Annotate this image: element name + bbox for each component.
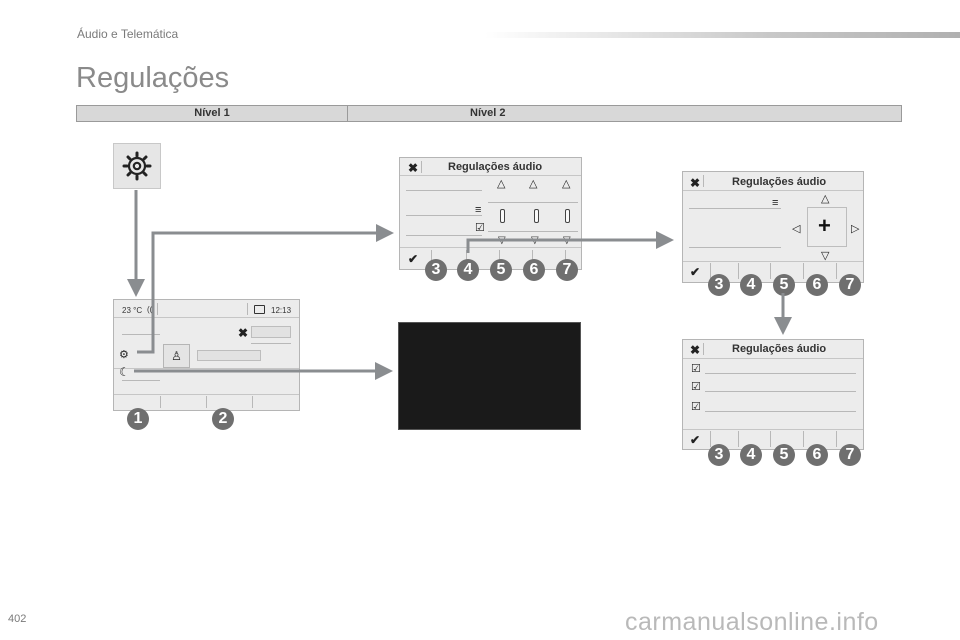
close-icon[interactable]: ✖: [408, 161, 419, 175]
triangle-up-icon[interactable]: △: [562, 178, 571, 190]
radio-icon: ((: [147, 305, 153, 314]
main-screen: 23 °C (( 12:13 ✖ ⚙ ♙ ☾: [113, 299, 300, 411]
watermark: carmanualsonline.info: [625, 608, 879, 636]
eq-slider[interactable]: [534, 209, 539, 223]
main-field-b: [197, 350, 261, 361]
checkbox-icon[interactable]: ☑: [475, 222, 485, 234]
audio-settings-balance-screen: ✖ Regulações áudio ≡ + △ ▽ ◁ ▷ ✔: [682, 171, 864, 283]
header-divider: [485, 32, 960, 38]
person-icon[interactable]: ♙: [163, 344, 190, 368]
check-icon[interactable]: ✔: [408, 252, 419, 266]
badge-6: 6: [523, 259, 545, 281]
badge-3: 3: [708, 444, 730, 466]
badge-1: 1: [127, 408, 149, 430]
levels-table: Nível 1 Nível 2: [76, 105, 902, 122]
screen-mirror-icon: [254, 305, 265, 314]
badge-4: 4: [457, 259, 479, 281]
close-icon[interactable]: ✖: [690, 176, 701, 190]
blank-screen: [398, 322, 581, 430]
triangle-down-icon[interactable]: ▽: [821, 250, 830, 262]
menu-icon[interactable]: ≡: [475, 204, 482, 216]
badge-7: 7: [839, 444, 861, 466]
badge-6: 6: [806, 274, 828, 296]
main-field-a: [251, 326, 291, 338]
badge-3: 3: [425, 259, 447, 281]
triangle-left-icon[interactable]: ◁: [792, 223, 801, 235]
badge-7: 7: [556, 259, 578, 281]
badge-3: 3: [708, 274, 730, 296]
clock-readout: 12:13: [271, 306, 292, 315]
triangle-up-icon[interactable]: △: [529, 178, 538, 190]
badge-4: 4: [740, 274, 762, 296]
badge-2: 2: [212, 408, 234, 430]
badge-5: 5: [773, 444, 795, 466]
close-icon[interactable]: ✖: [238, 326, 249, 340]
section-label: Áudio e Telemática: [77, 27, 179, 41]
badge-5: 5: [773, 274, 795, 296]
audio-settings-icon[interactable]: ⚙: [119, 349, 129, 361]
balance-grid[interactable]: [807, 207, 847, 247]
eq-slider[interactable]: [500, 209, 505, 223]
moon-icon[interactable]: ☾: [119, 365, 130, 379]
triangle-right-icon[interactable]: ▷: [851, 223, 860, 235]
checkbox-icon[interactable]: ☑: [691, 363, 701, 375]
settings-shortcut[interactable]: [113, 143, 161, 189]
temperature-readout: 23 °C: [122, 306, 143, 315]
triangle-up-icon[interactable]: △: [497, 178, 506, 190]
level1-header: Nível 1: [77, 106, 348, 121]
arrow-eq-to-balance: [466, 231, 674, 253]
screen-title: Regulações áudio: [732, 343, 827, 355]
badge-6: 6: [806, 444, 828, 466]
level2-header: Nível 2: [470, 107, 506, 119]
audio-settings-options-screen: ✖ Regulações áudio ☑ ☑ ☑ ✔: [682, 339, 864, 450]
page-title: Regulações: [76, 62, 230, 94]
triangle-up-icon[interactable]: △: [821, 193, 830, 205]
badge-5: 5: [490, 259, 512, 281]
audio-settings-eq-screen: ✖ Regulações áudio ≡ ☑ △ △ △ ▽ ▽ ▽ ✔: [399, 157, 582, 270]
level2-header-cell: Nível 2: [347, 106, 902, 121]
screen-title: Regulações áudio: [732, 176, 827, 188]
plus-icon[interactable]: +: [818, 213, 831, 238]
page-number: 402: [8, 613, 27, 625]
close-icon[interactable]: ✖: [690, 343, 701, 357]
screen-title: Regulações áudio: [448, 161, 543, 173]
checkbox-icon[interactable]: ☑: [691, 401, 701, 413]
menu-icon[interactable]: ≡: [772, 197, 779, 209]
badge-7: 7: [839, 274, 861, 296]
check-icon[interactable]: ✔: [690, 265, 701, 279]
eq-slider[interactable]: [565, 209, 570, 223]
check-icon[interactable]: ✔: [690, 433, 701, 447]
badge-4: 4: [740, 444, 762, 466]
gear-icon: [122, 151, 152, 181]
arrow-audio-to-eq: [137, 224, 394, 354]
checkbox-icon[interactable]: ☑: [691, 381, 701, 393]
